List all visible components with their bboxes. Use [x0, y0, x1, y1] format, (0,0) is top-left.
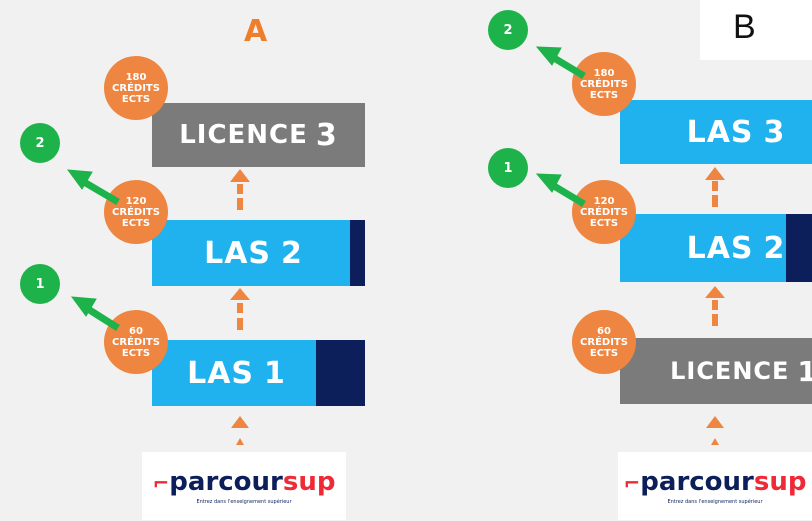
- credits-value: 120: [125, 195, 147, 207]
- panel-b-level-1-number: 3: [763, 114, 786, 150]
- panel-b-credits-60-circle: 60 CRÉDITS ECTS: [572, 310, 636, 374]
- panel-a-licence-3-box: LICENCE 3: [152, 103, 365, 167]
- panel-a-parcoursup-logo: ⌐parcoursup Entrez dans l'enseignement s…: [142, 452, 346, 520]
- panel-b-las-2-box: LAS 2: [620, 214, 812, 282]
- credits-unit-ects: ECTS: [589, 217, 619, 229]
- panel-b-level-2-label: LAS: [686, 230, 754, 266]
- credits-unit-ects: ECTS: [121, 217, 151, 229]
- panel-a-credits-60-circle: 60 CRÉDITS ECTS: [104, 310, 168, 374]
- panel-b-credits-180-circle: 180 CRÉDITS ECTS: [572, 52, 636, 116]
- credits-unit-ects: ECTS: [121, 347, 151, 359]
- panel-a-level-2-label: LAS: [204, 235, 272, 271]
- panel-b-las-2-progress-segment: [786, 214, 812, 282]
- panel-b-parcoursup-logo: ⌐parcoursup Entrez dans l'enseignement s…: [618, 452, 812, 520]
- panel-a-level-3-label: LAS: [187, 355, 255, 391]
- credits-unit-ects: ECTS: [121, 93, 151, 105]
- logo-text-part2: sup: [753, 466, 807, 497]
- panel-b-exit-badge-1: 1: [488, 148, 528, 188]
- credits-value: 180: [125, 71, 147, 83]
- panel-b-level-2-number: 2: [763, 230, 786, 266]
- logo-tagline: Entrez dans l'enseignement supérieur: [196, 498, 292, 505]
- panel-a-las-1-progress-segment: [316, 340, 365, 406]
- panel-b-title-background: [700, 0, 812, 60]
- panel-b: B LAS 3 LAS 2 LICENCE 1 180 CRÉDITS ECTS…: [420, 0, 812, 521]
- credits-unit: CRÉDITS: [580, 206, 628, 218]
- panel-b-licence-1-box: LICENCE 1: [620, 338, 812, 404]
- panel-a-las-2-box: LAS 2: [152, 220, 365, 286]
- logo-mark-icon: ⌐: [152, 470, 170, 495]
- panel-a-credits-180-circle: 180 CRÉDITS ECTS: [104, 56, 168, 120]
- logo-text-part1: parcour: [169, 466, 283, 497]
- logo-text-part1: parcour: [640, 466, 754, 497]
- panel-a-title: A: [244, 14, 268, 49]
- credits-unit: CRÉDITS: [580, 78, 628, 90]
- panel-a-level-3-number: 1: [264, 355, 286, 391]
- panel-b-title: B: [733, 8, 756, 46]
- logo-text-part2: sup: [282, 466, 336, 497]
- panel-a-exit-badge-2: 2: [20, 123, 60, 163]
- logo-mark-icon: ⌐: [623, 470, 641, 495]
- panel-b-las-3-box: LAS 3: [620, 100, 812, 164]
- panel-a-las-2-progress-segment: [350, 220, 365, 286]
- panel-b-level-3-number: 1: [797, 354, 812, 388]
- logo-wordmark: ⌐parcoursup: [153, 468, 336, 497]
- panel-b-exit-badge-2: 2: [488, 10, 528, 50]
- panel-a-credits-120-circle: 120 CRÉDITS ECTS: [104, 180, 168, 244]
- logo-tagline: Entrez dans l'enseignement supérieur: [667, 498, 763, 505]
- panel-a: A LICENCE 3 LAS 2 LAS 1 180 CRÉDITS ECTS…: [20, 14, 365, 520]
- credits-value: 120: [593, 195, 615, 207]
- credits-unit-ects: ECTS: [589, 89, 619, 101]
- credits-value: 60: [129, 325, 143, 337]
- panel-a-level-1-number: 3: [315, 117, 338, 153]
- credits-value: 180: [593, 67, 615, 79]
- logo-wordmark: ⌐parcoursup: [624, 468, 807, 497]
- credits-unit: CRÉDITS: [580, 336, 628, 348]
- credits-value: 60: [597, 325, 611, 337]
- credits-unit: CRÉDITS: [112, 206, 160, 218]
- credits-unit: CRÉDITS: [112, 336, 160, 348]
- panel-b-level-1-label: LAS: [686, 114, 754, 150]
- panel-b-level-3-label: LICENCE: [670, 357, 790, 385]
- panel-a-level-2-number: 2: [281, 235, 303, 271]
- panel-a-level-1-label: LICENCE: [179, 120, 308, 150]
- credits-unit: CRÉDITS: [112, 82, 160, 94]
- credits-unit-ects: ECTS: [589, 347, 619, 359]
- panel-b-credits-120-circle: 120 CRÉDITS ECTS: [572, 180, 636, 244]
- panel-a-exit-badge-1: 1: [20, 264, 60, 304]
